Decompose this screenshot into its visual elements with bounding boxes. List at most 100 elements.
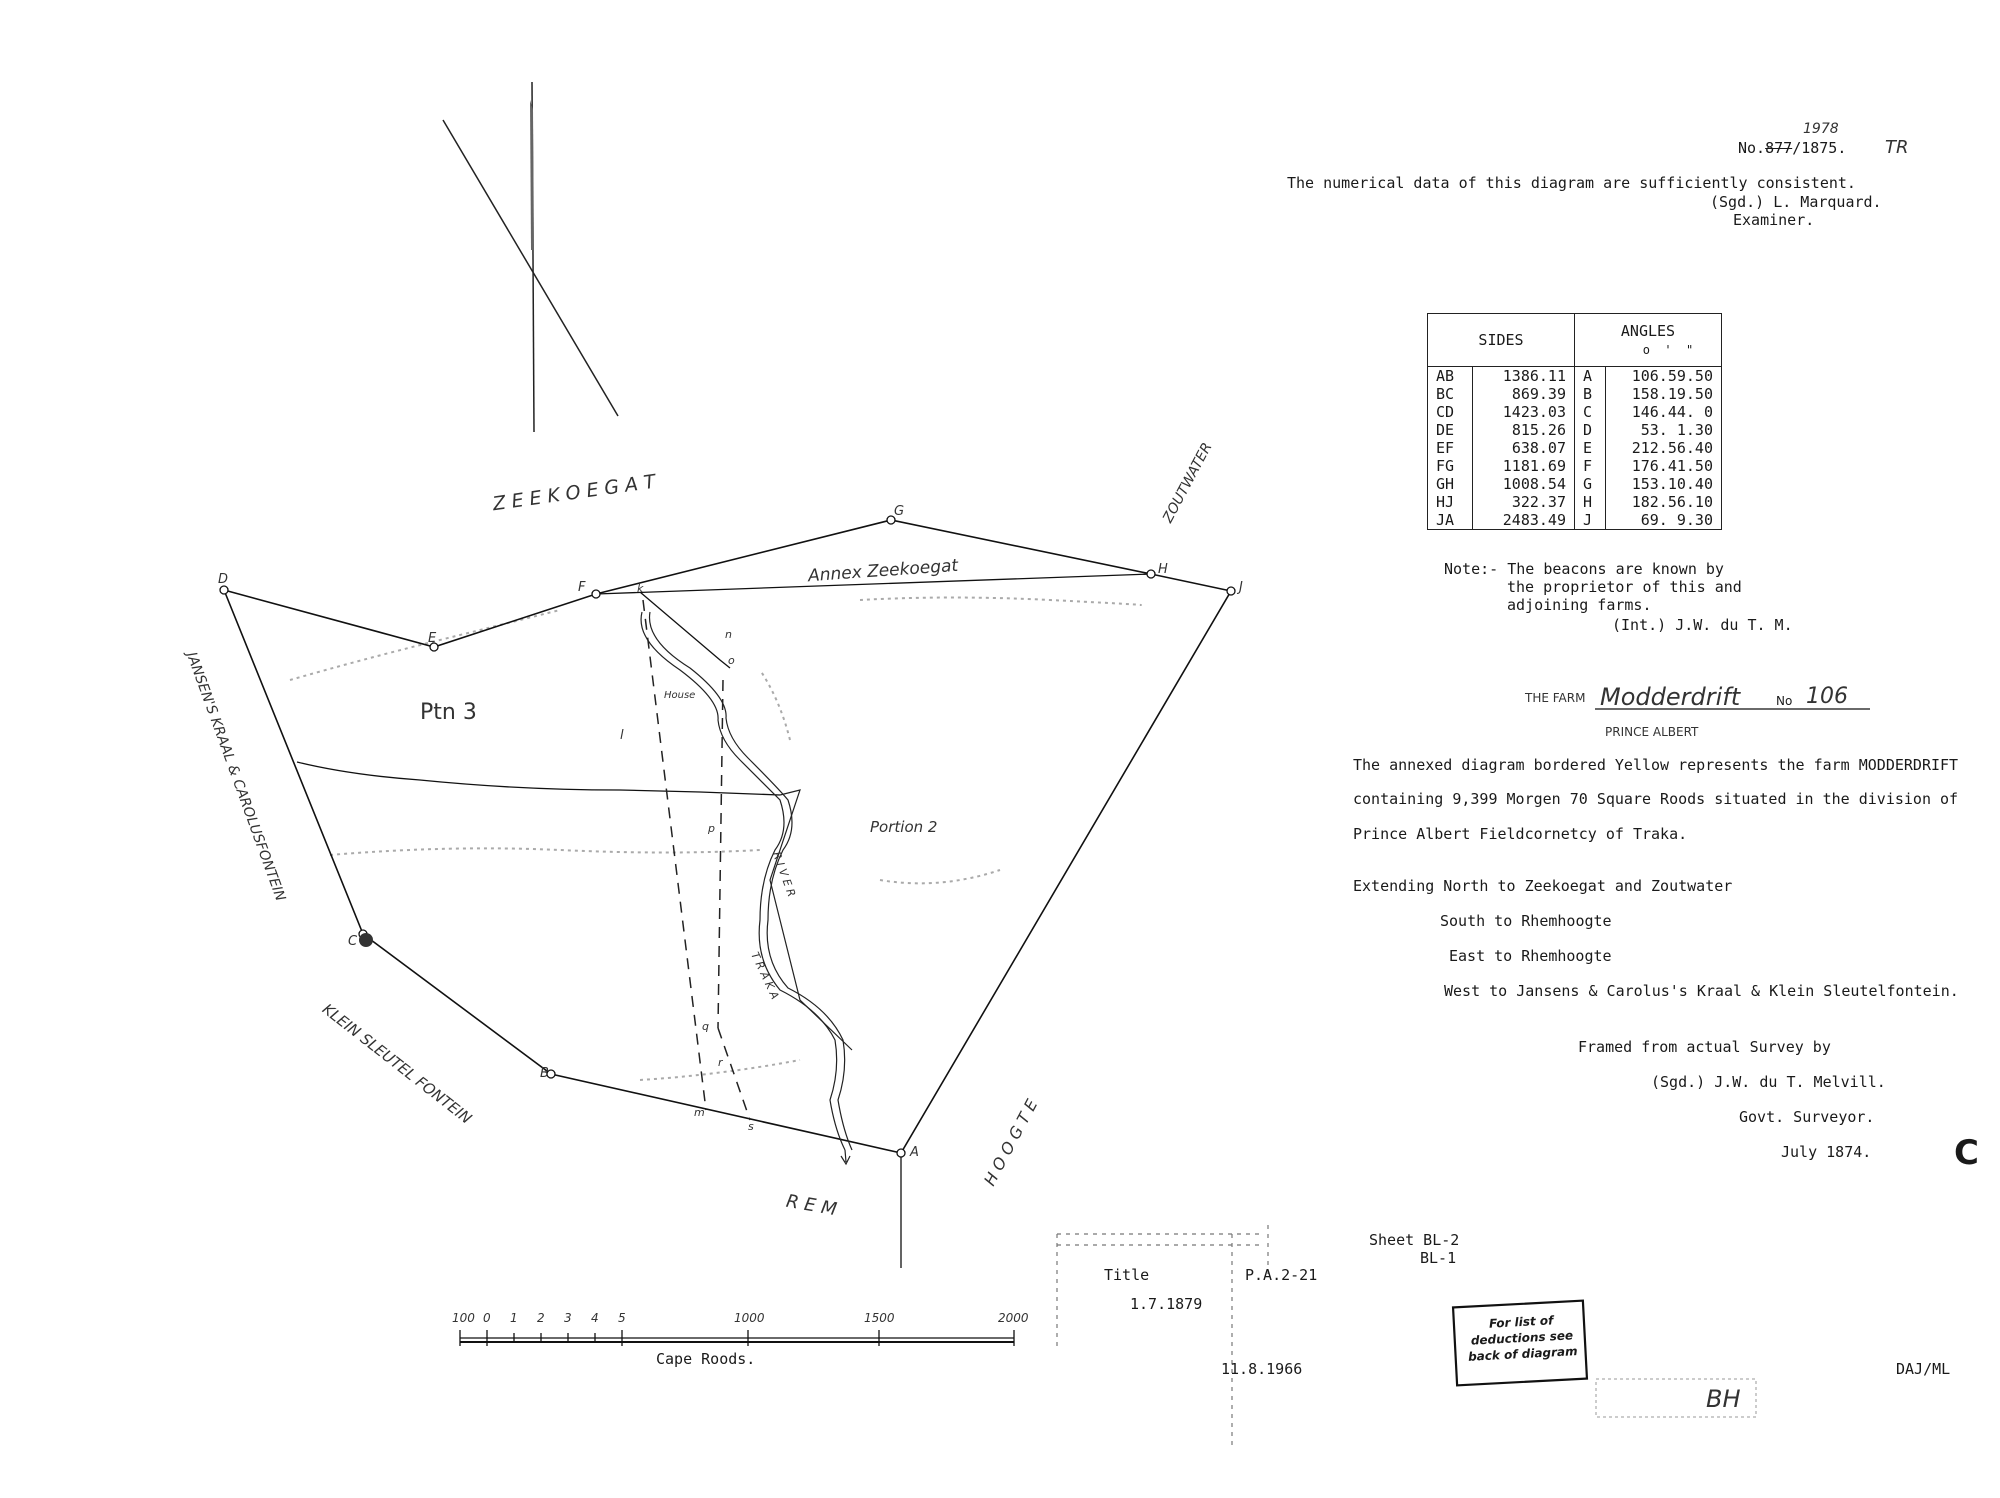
scale-bar [459,1330,1015,1346]
survey-line3: Govt. Surveyor. [1739,1108,1875,1126]
diagram-number: No.877/1875. [1738,139,1846,157]
beacon-j: J [1239,580,1243,595]
extending-north: Extending North to Zeekoegat and Zoutwat… [1353,877,1733,895]
survey-line2: (Sgd.) J.W. du T. Melvill. [1651,1073,1886,1091]
side-label: HJ [1436,493,1455,511]
sub-label-o: o [728,654,735,667]
sub-label-r: r [718,1056,723,1069]
sub-label-l: l [620,728,624,743]
title-label: Title [1104,1266,1150,1284]
beacon-h: H [1158,562,1168,577]
beacon-c: C [348,934,358,949]
scale-tick-3: 3 [564,1311,572,1325]
angle-value: 146.44. 0 [1604,403,1721,421]
side-length: 322.37 [1471,493,1575,511]
number-struck: 877 [1765,139,1793,157]
angle-point: H [1574,493,1606,511]
scale-tick-2000: 2000 [998,1311,1029,1325]
side-label: BC [1436,385,1455,403]
angle-value: 176.41.50 [1604,457,1721,475]
beacon-f: F [578,580,586,595]
number-year: /1875. [1792,139,1847,157]
note-line4: (Int.) J.W. du T. M. [1612,616,1793,634]
scale-tick-4: 4 [591,1311,599,1325]
extending-east: East to Rhemhoogte [1449,947,1612,965]
scale-tick-1000: 1000 [734,1311,765,1325]
side-length: 638.07 [1471,439,1575,457]
scale-tick-2: 2 [537,1311,545,1325]
angle-point: J [1574,511,1606,529]
survey-line4: July 1874. [1781,1143,1872,1161]
side-length: 1386.11 [1471,366,1575,385]
bottom-initials: BH [1706,1385,1741,1413]
margin-letter: C [1954,1133,1979,1173]
angle-value: 106.59.50 [1604,366,1721,385]
angle-point: A [1574,366,1606,385]
examiner-line2: (Sgd.) L. Marquard. [1710,193,1882,211]
note-line1: Note:- The beacons are known by [1444,560,1724,578]
sides-header: SIDES [1478,331,1524,349]
scale-tick-100: 100 [452,1311,475,1325]
sub-label-p: p [708,822,715,835]
side-label: FG [1436,457,1455,475]
note-line3: adjoining farms. [1507,596,1652,614]
sheet-line2: BL-1 [1420,1249,1457,1267]
side-length: 869.39 [1471,385,1575,403]
extending-west: West to Jansens & Carolus's Kraal & Klei… [1444,982,1959,1000]
sub-label-k: k [637,582,644,595]
description-line3: Prince Albert Fieldcornetcy of Traka. [1353,825,1688,843]
sub-label-s: s [748,1120,754,1133]
scale-tick-5: 5 [618,1311,626,1325]
farm-boundary [222,519,1233,1154]
terrain-hatching [289,596,1142,1081]
sub-label-n: n [725,628,732,641]
beacon-e: E [428,631,437,646]
beacon-d: D [218,572,229,587]
label-portion2: Portion 2 [870,818,938,836]
side-length: 2483.49 [1471,511,1575,529]
side-label: DE [1436,421,1455,439]
number-label: No. [1738,139,1766,157]
scale-tick-1500: 1500 [864,1311,895,1325]
farm-prefix: THE FARM [1525,691,1586,705]
title-ref: P.A.2-21 [1245,1266,1318,1284]
scale-tick-1: 1 [510,1311,518,1325]
angle-value: 212.56.40 [1604,439,1721,457]
beacon-markers [219,515,1236,1158]
note-line2: the proprietor of this and [1507,578,1742,596]
north-arrow-icon [442,81,619,433]
examiner-line1: The numerical data of this diagram are s… [1287,174,1856,192]
side-label: EF [1436,439,1455,457]
examiner-line3: Examiner. [1733,211,1815,229]
angle-value: 53. 1.30 [1604,421,1721,439]
side-length: 1181.69 [1471,457,1575,475]
farm-number: 106 [1806,684,1848,709]
deductions-stamp: For list of deductions see back of diagr… [1461,1311,1583,1365]
angle-value: 153.10.40 [1604,475,1721,493]
angle-point: E [1574,439,1606,457]
title-date2: 11.8.1966 [1221,1360,1303,1378]
label-ptn3: Ptn 3 [420,700,477,725]
side-label: CD [1436,403,1455,421]
angle-value: 69. 9.30 [1604,511,1721,529]
river-traka [640,611,853,1166]
beacon-a: A [910,1145,919,1160]
beacon-g: G [894,504,905,519]
scale-label: Cape Roods. [656,1350,756,1368]
description-line2: containing 9,399 Morgen 70 Square Roods … [1353,790,1959,808]
angles-header: ANGLES [1620,321,1676,340]
angle-point: D [1574,421,1606,439]
side-length: 1008.54 [1471,475,1575,493]
farm-name: Modderdrift [1600,683,1741,711]
side-label: AB [1436,367,1455,385]
extending-south: South to Rhemhoogte [1440,912,1612,930]
